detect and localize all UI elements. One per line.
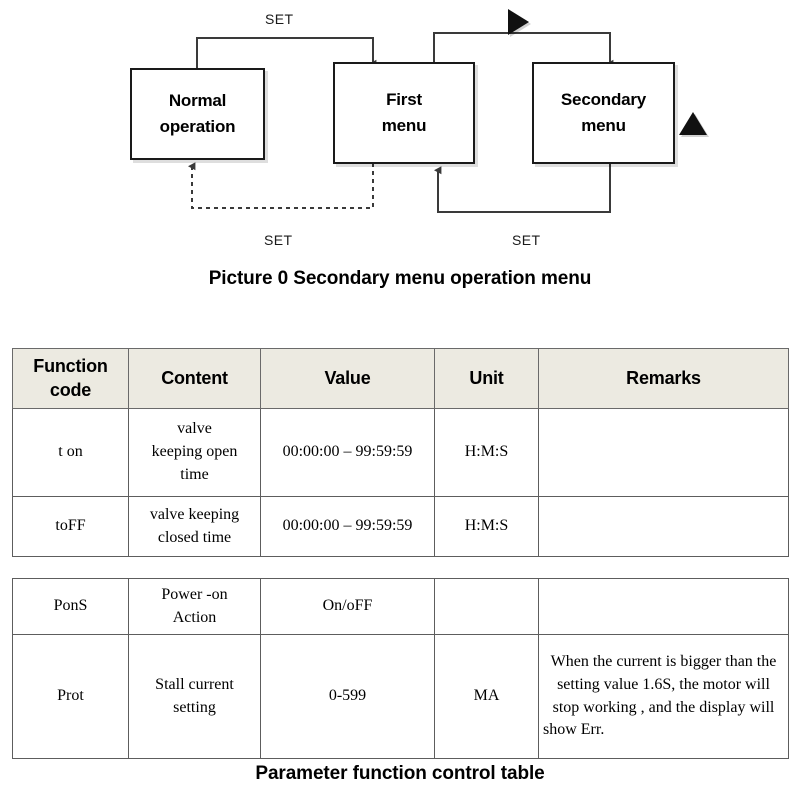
cell-content-line2: closed time <box>157 528 232 546</box>
cell-function-code: t on <box>12 408 129 497</box>
set-label-bottom-right: SET <box>512 232 541 248</box>
cell-unit: H:M:S <box>434 408 539 497</box>
cell-function-code: Prot <box>12 634 129 759</box>
flow-box-secondary-menu-line1: Secondary <box>560 89 647 109</box>
flow-box-normal-operation-line2: operation <box>159 117 236 136</box>
cell-content-line1: valve <box>177 420 212 438</box>
flow-box-first-menu-line1: First <box>386 89 422 109</box>
cell-remarks <box>538 496 789 557</box>
menu-flow-diagram: Normal operation First menu Secondary me… <box>0 0 800 320</box>
cell-function-code: toFF <box>12 496 129 557</box>
column-header-value: Value <box>260 348 435 409</box>
column-header-function-code-line1: Function <box>33 356 108 377</box>
parameter-table-block-one: Function code Content Value Unit Remarks… <box>12 348 789 557</box>
cell-content: Stall current setting <box>128 634 261 759</box>
table-caption: Parameter function control table <box>255 763 545 784</box>
set-label-bottom-left: SET <box>264 232 293 248</box>
cell-unit: H:M:S <box>434 496 539 557</box>
cell-content-line1: Stall current <box>155 675 234 693</box>
flow-box-first-menu-line2: menu <box>381 116 427 135</box>
flow-box-secondary-menu-line2: menu <box>581 116 626 135</box>
cell-content-line3: time <box>180 465 209 483</box>
table-row: PonS Power -on Action On/oFF <box>12 578 789 635</box>
column-header-function-code-line2: code <box>49 379 92 400</box>
column-header-unit: Unit <box>434 348 539 409</box>
flow-box-normal-operation[interactable]: Normal operation <box>130 68 265 160</box>
table-row: toFF valve keeping closed time 00:00:00 … <box>12 496 789 557</box>
cell-remarks: When the current is bigger than the sett… <box>538 634 789 759</box>
cell-content: Power -on Action <box>128 578 261 635</box>
cell-content-line1: valve keeping <box>149 505 240 523</box>
cell-content: valve keeping open time <box>128 408 261 497</box>
right-triangle-key-icon <box>508 9 529 35</box>
table-header-row: Function code Content Value Unit Remarks <box>12 348 789 409</box>
flow-box-first-menu[interactable]: First menu <box>333 62 475 164</box>
cell-value: 00:00:00 – 99:59:59 <box>260 496 435 557</box>
cell-content-line2: keeping open <box>151 443 238 461</box>
parameter-table-block-two: PonS Power -on Action On/oFF Prot Stall … <box>12 578 789 759</box>
cell-content-line2: Action <box>172 608 217 626</box>
cell-unit <box>434 578 539 635</box>
up-triangle-key-icon <box>679 112 707 135</box>
column-header-content: Content <box>128 348 261 409</box>
column-header-remarks: Remarks <box>538 348 789 409</box>
cell-content-line2: setting <box>173 698 216 716</box>
cell-remarks <box>538 578 789 635</box>
flow-box-secondary-menu[interactable]: Secondary menu <box>532 62 675 164</box>
flow-box-normal-operation-line1: Normal <box>168 90 227 110</box>
cell-content-line1: Power -on <box>161 585 228 603</box>
cell-content: valve keeping closed time <box>128 496 261 557</box>
cell-function-code: PonS <box>12 578 129 635</box>
edge-normal-to-first <box>196 37 377 70</box>
table-row: Prot Stall current setting 0-599 MA When… <box>12 634 789 759</box>
set-label-top: SET <box>265 11 294 27</box>
cell-value: 00:00:00 – 99:59:59 <box>260 408 435 497</box>
column-header-function-code: Function code <box>12 348 129 409</box>
cell-remarks <box>538 408 789 497</box>
edge-secondary-to-first <box>434 163 611 213</box>
table-row: t on valve keeping open time 00:00:00 – … <box>12 408 789 497</box>
cell-value: 0-599 <box>260 634 435 759</box>
cell-unit: MA <box>434 634 539 759</box>
diagram-caption: Picture 0 Secondary menu operation menu <box>208 268 592 289</box>
cell-value: On/oFF <box>260 578 435 635</box>
edge-first-to-normal <box>188 162 374 209</box>
